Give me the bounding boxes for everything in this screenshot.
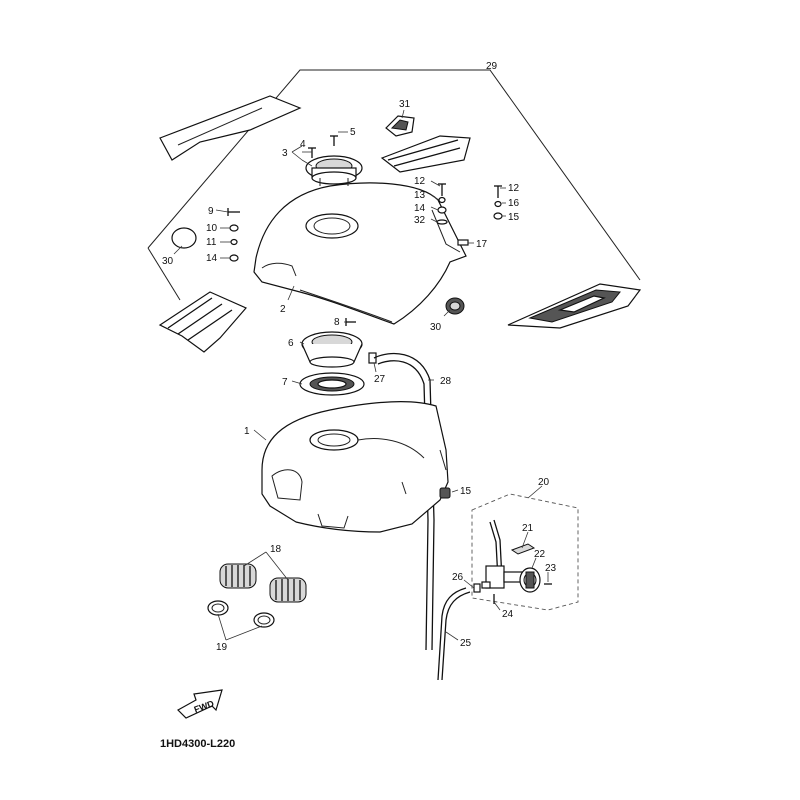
round-emblem-left[interactable] — [171, 227, 197, 249]
callout-5: 5 — [350, 127, 356, 138]
right-washer-32[interactable] — [436, 219, 448, 225]
cap-bolt[interactable] — [308, 147, 316, 158]
right-upper-decal[interactable] — [380, 135, 471, 173]
clamp-left[interactable] — [207, 600, 229, 616]
fuel-tank-cap[interactable] — [305, 155, 363, 186]
callout-27: 27 — [374, 374, 386, 385]
right-collar-13[interactable] — [438, 196, 446, 204]
callout-31: 31 — [399, 99, 411, 110]
callout-4: 4 — [300, 139, 306, 150]
right-collar-16[interactable] — [494, 200, 502, 208]
right-bolt-12b[interactable] — [494, 185, 502, 198]
left-lower-decal[interactable] — [158, 291, 247, 353]
fuel-hose[interactable] — [437, 587, 471, 681]
right-damper-15[interactable] — [493, 212, 503, 220]
callout-1: 1 — [244, 426, 250, 437]
clamp-right[interactable] — [253, 612, 275, 628]
left-upper-decal[interactable] — [159, 95, 302, 161]
left-damper-14[interactable] — [229, 254, 239, 262]
diagram-part-code: 1HD4300-L220 — [160, 738, 235, 750]
right-damper-14[interactable] — [437, 206, 447, 214]
callout-20: 20 — [538, 477, 550, 488]
right-bolt-12a[interactable] — [438, 183, 446, 196]
callout-3: 3 — [282, 148, 288, 159]
right-clip-17[interactable] — [457, 239, 469, 246]
tank-damper-15[interactable] — [439, 487, 451, 499]
callout-2: 2 — [280, 304, 286, 315]
callout-17: 17 — [476, 239, 488, 250]
callout-15b: 15 — [460, 486, 472, 497]
callout-labels: 29 31 4 5 3 9 10 11 14 30 2 12 13 14 32 … — [162, 61, 557, 653]
ring-screw[interactable] — [345, 318, 356, 326]
filler-neck-ring[interactable] — [301, 331, 363, 368]
right-lower-decal[interactable] — [507, 283, 642, 329]
callout-15a: 15 — [508, 212, 520, 223]
callout-24: 24 — [502, 609, 514, 620]
callout-10: 10 — [206, 223, 218, 234]
hose-clip-27[interactable] — [368, 352, 377, 364]
callout-7: 7 — [282, 377, 288, 388]
fuel-cock-group-frame — [471, 493, 579, 611]
callout-25: 25 — [460, 638, 472, 649]
round-emblem-right[interactable] — [445, 297, 465, 315]
fuel-tank[interactable] — [261, 401, 449, 533]
callout-9: 9 — [208, 206, 214, 217]
callout-8: 8 — [334, 317, 340, 328]
callout-28: 28 — [440, 376, 452, 387]
forward-direction-arrow: FWD — [177, 689, 223, 719]
callout-12a: 12 — [414, 176, 426, 187]
callout-19: 19 — [216, 642, 228, 653]
spring-right[interactable] — [269, 577, 307, 603]
callout-18: 18 — [270, 544, 282, 555]
callout-14b: 14 — [414, 203, 426, 214]
spring-left[interactable] — [219, 563, 257, 589]
callout-14a: 14 — [206, 253, 218, 264]
callout-23: 23 — [545, 563, 557, 574]
filler-gasket[interactable] — [299, 372, 365, 396]
emblem-badge[interactable] — [385, 115, 415, 137]
callout-6: 6 — [288, 338, 294, 349]
callout-12b: 12 — [508, 183, 520, 194]
callout-11: 11 — [206, 237, 217, 248]
fuel-tank-cover[interactable] — [253, 182, 467, 325]
left-washer-10[interactable] — [229, 224, 239, 232]
fuel-cock-lever[interactable] — [519, 567, 541, 593]
callout-21: 21 — [522, 523, 534, 534]
left-collar-11[interactable] — [230, 238, 238, 246]
callout-30b: 30 — [430, 322, 442, 333]
callout-30a: 30 — [162, 256, 174, 267]
fuel-hose-clip-26[interactable] — [473, 583, 481, 593]
left-bolt[interactable] — [227, 208, 240, 216]
callout-26: 26 — [452, 572, 464, 583]
callout-29: 29 — [486, 61, 498, 72]
cap-screw[interactable] — [330, 135, 338, 146]
callout-13: 13 — [414, 190, 426, 201]
callout-22: 22 — [534, 549, 546, 560]
fuel-cock[interactable] — [481, 519, 525, 589]
leader-lines — [173, 109, 549, 641]
callout-32: 32 — [414, 215, 426, 226]
callout-16: 16 — [508, 198, 520, 209]
decal-sheet-outline — [147, 69, 641, 301]
